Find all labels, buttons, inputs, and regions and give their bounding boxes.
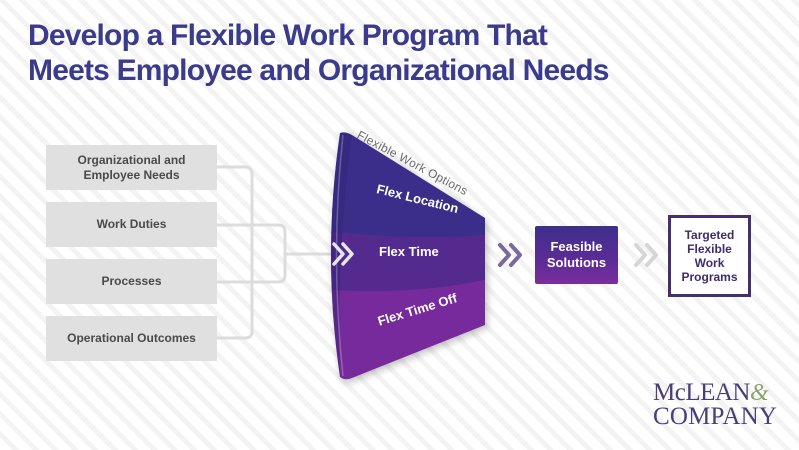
feasible-line-1: Feasible xyxy=(550,239,603,254)
input-label: Processes xyxy=(101,274,162,288)
double-chevron-icon-into-funnel xyxy=(332,242,354,266)
input-box-organizational-employee-needs: Organizational and Employee Needs xyxy=(46,145,217,190)
target-line-4: Programs xyxy=(681,270,738,284)
double-chevron-icon-after-solutions xyxy=(634,243,658,267)
input-label-line-2: Employee Needs xyxy=(83,167,180,182)
target-line-1: Targeted xyxy=(684,228,735,242)
logo-line-1: McLEAN xyxy=(653,379,750,406)
feasible-line-2: Solutions xyxy=(546,255,607,270)
feasible-solutions-box: Feasible Solutions xyxy=(535,226,618,284)
input-label: Operational Outcomes xyxy=(67,331,196,345)
targeted-programs-box: Targeted Flexible Work Programs xyxy=(668,215,751,297)
target-line-3: Work xyxy=(694,256,725,270)
input-label: Work Duties xyxy=(96,217,167,231)
company-logo: McLEAN& COMPANY xyxy=(653,379,778,430)
funnel-band-flex-time: Flex Time xyxy=(379,244,439,259)
logo-ampersand: & xyxy=(749,380,769,406)
double-chevron-icon-after-funnel xyxy=(498,243,522,267)
input-box-processes: Processes xyxy=(46,259,217,304)
title-line-2: Meets Employee and Organizational Needs xyxy=(28,54,609,87)
page-title: Develop a Flexible Work Program That Mee… xyxy=(28,18,768,88)
input-box-work-duties: Work Duties xyxy=(46,202,217,247)
input-label-line-1: Organizational and xyxy=(77,152,186,167)
target-line-2: Flexible xyxy=(687,242,732,256)
connector-lines xyxy=(217,165,338,340)
input-box-operational-outcomes: Operational Outcomes xyxy=(46,316,217,361)
logo-line-2: COMPANY xyxy=(653,403,778,430)
title-line-1: Develop a Flexible Work Program That xyxy=(28,19,548,52)
